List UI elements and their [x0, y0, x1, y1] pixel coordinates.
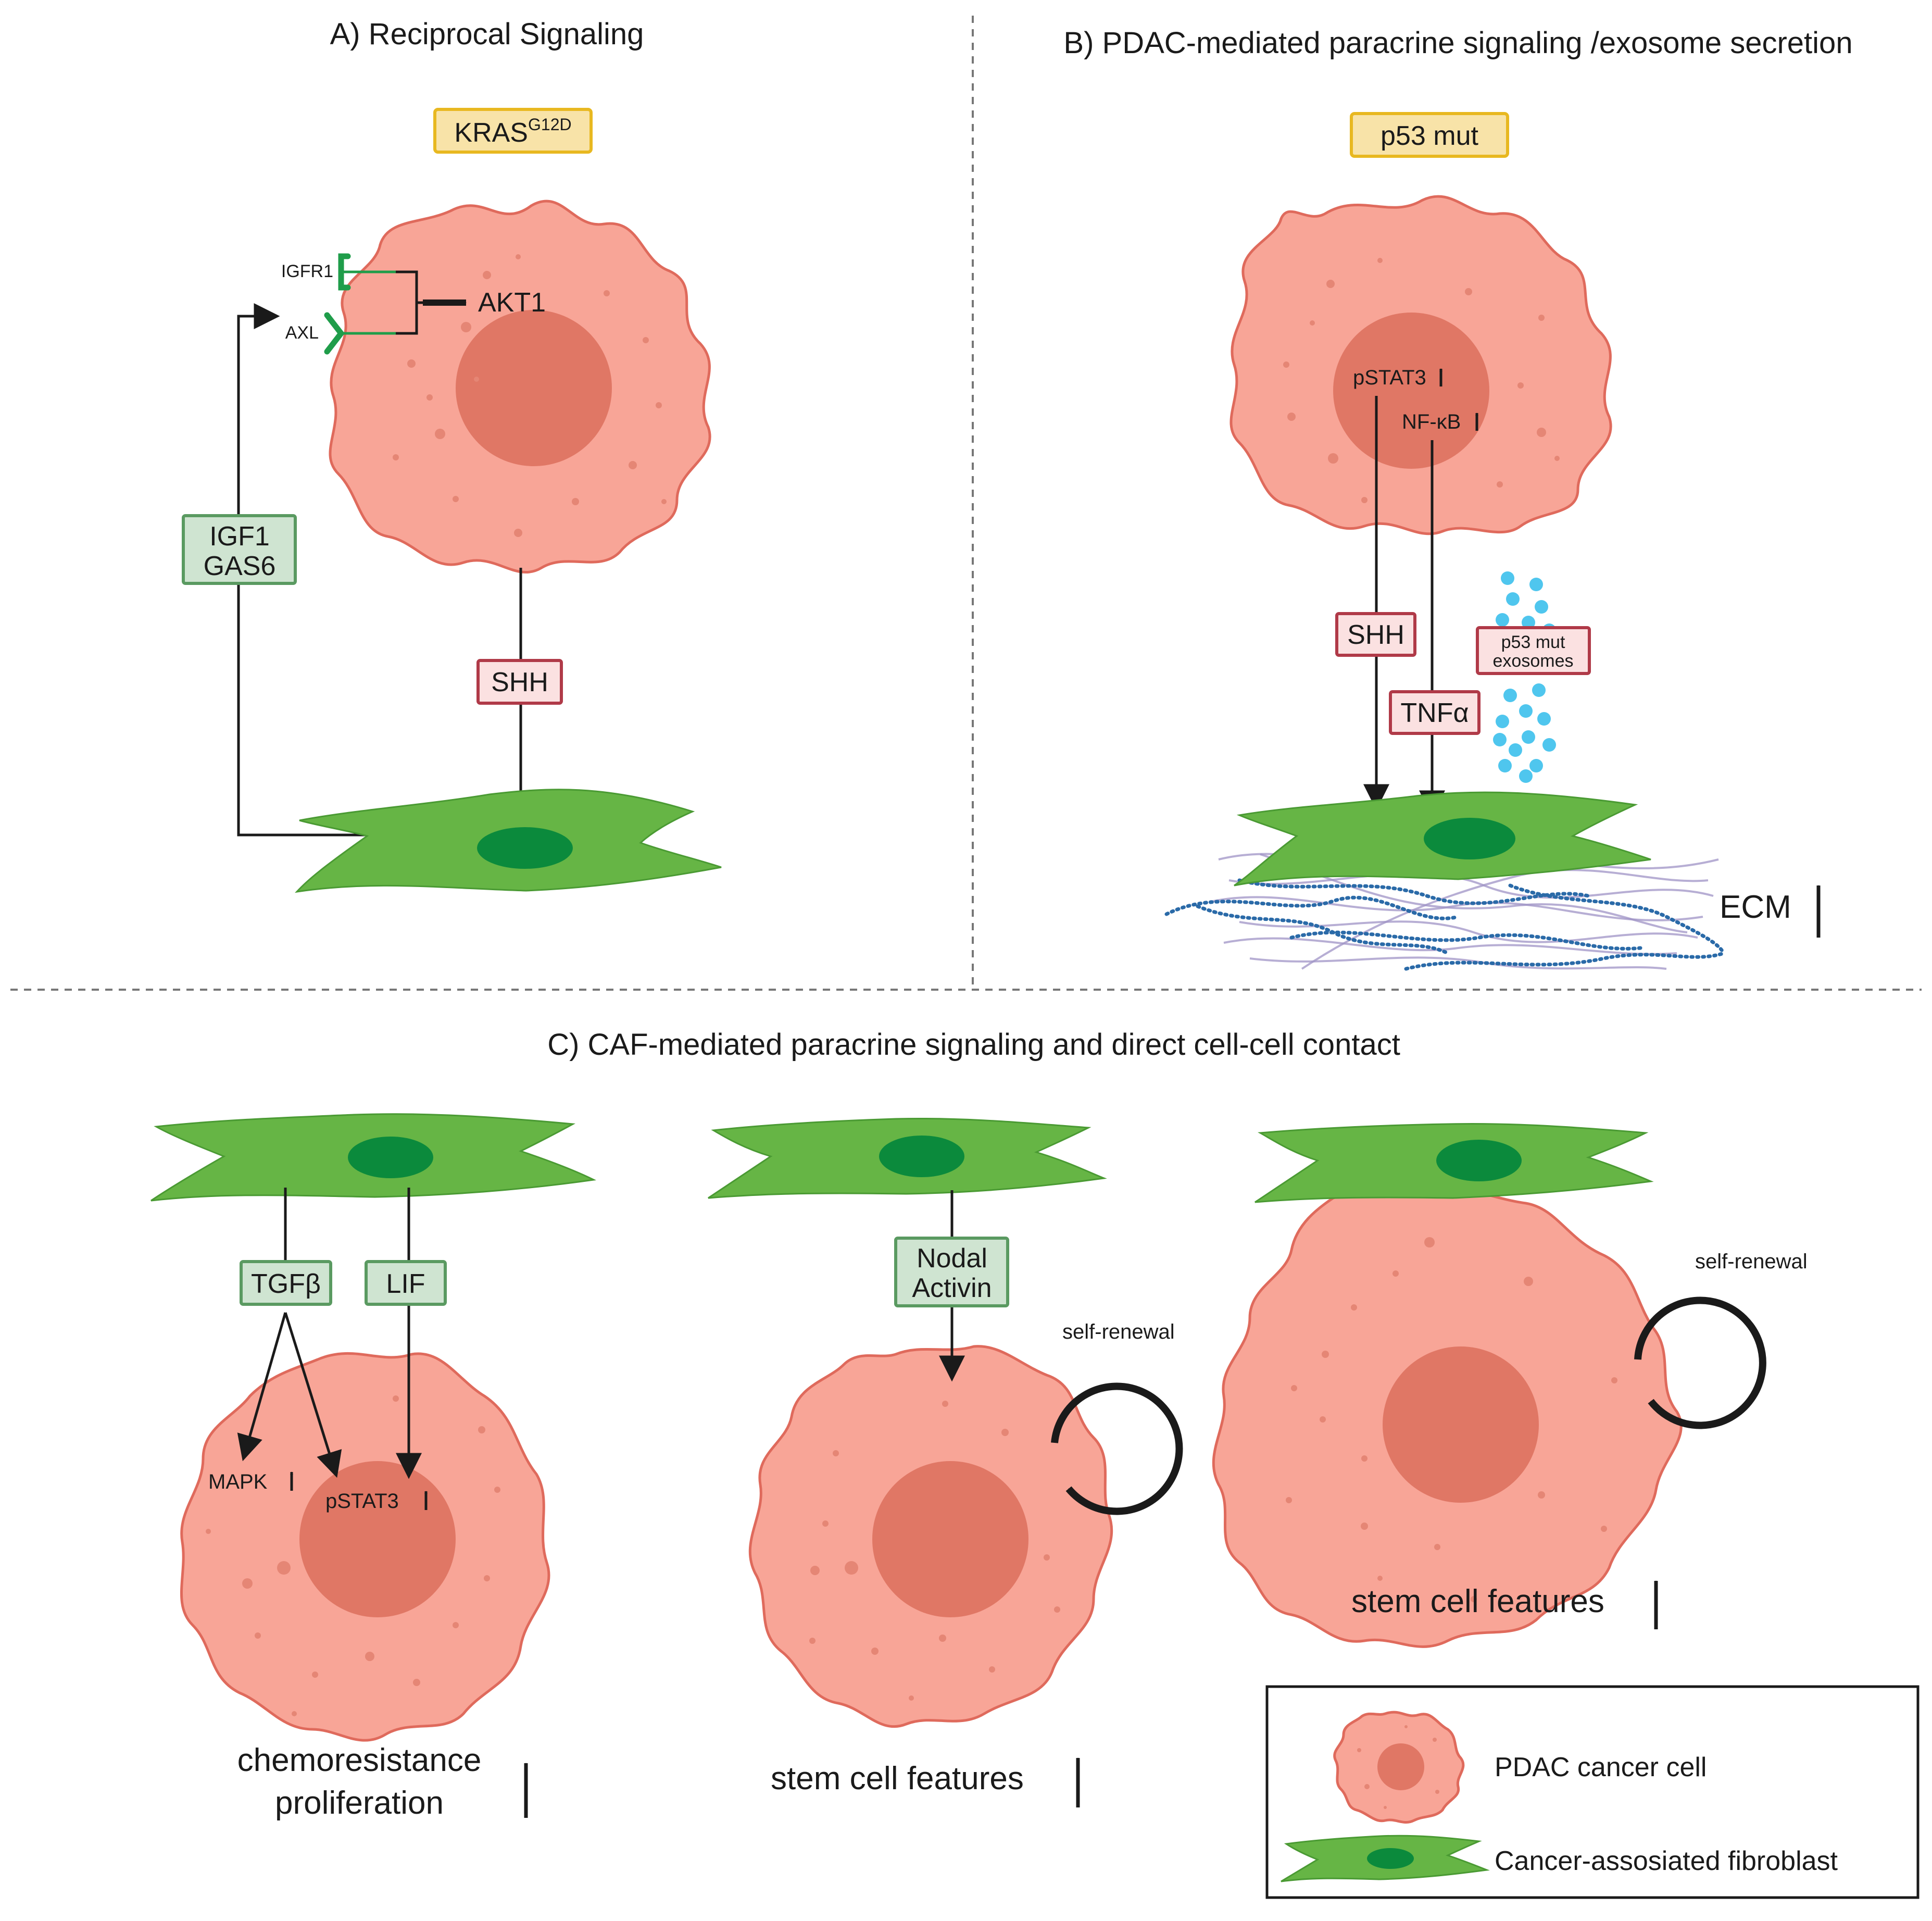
caf-cell-b [1234, 791, 1651, 887]
tgfb-box: TGFβ [240, 1260, 332, 1306]
tnfa-box: TNFα [1389, 690, 1481, 735]
tnfa-label: TNFα [1400, 698, 1469, 728]
panel-a-title: A) Reciprocal Signaling [330, 17, 644, 51]
ecm-label: ECM [1720, 889, 1791, 925]
exosome-label-line1: p53 mut [1501, 632, 1565, 652]
caf-cell-a [295, 789, 722, 893]
exosome-label-line2: exosomes [1493, 651, 1574, 671]
lif-box: LIF [365, 1260, 447, 1306]
cell-dots-c2 [809, 1401, 1060, 1701]
pstat3-label-b: pSTAT3 [1353, 366, 1426, 389]
exosome-box: p53 mut exosomes [1476, 626, 1591, 675]
nucleus-c3 [1383, 1346, 1539, 1503]
akt1-label: AKT1 [478, 288, 546, 318]
stem-cell-features-label-c3: stem cell features [1351, 1583, 1604, 1619]
p53-mutation-badge: p53 mut [1350, 112, 1509, 158]
nodal-activin-box: Nodal Activin [894, 1237, 1009, 1307]
chemoresistance-label: chemoresistance [237, 1742, 482, 1778]
self-renewal-loop-c2 [1051, 1382, 1183, 1515]
caf-nucleus-b [1424, 818, 1515, 859]
tgfb-to-pstat3-arrow [284, 1312, 342, 1478]
nucleus-a [456, 310, 612, 466]
cell-dots-a [393, 254, 667, 537]
axl-receptor-icon [324, 312, 396, 355]
pstat3-label-c: pSTAT3 [325, 1490, 399, 1513]
caf-cell-c1 [150, 1113, 596, 1202]
pdac-cell-c2 [748, 1345, 1113, 1728]
panel-c: C) CAF-mediated paracrine signaling and … [150, 1028, 1808, 1821]
tgfb-to-mapk-arrow [237, 1312, 287, 1462]
shh-box-b: SHH [1335, 612, 1416, 657]
kras-mutation-badge: KRASG12D [433, 108, 593, 154]
caf-cell-c2 [708, 1117, 1107, 1199]
self-renewal-loop-c3 [1634, 1296, 1766, 1429]
pdac-cell-c1 [180, 1352, 550, 1742]
kras-mutation-label: KRASG12D [454, 115, 571, 148]
panel-a: A) Reciprocal Signaling KRASG12D [182, 17, 722, 893]
panel-b-title: B) PDAC-mediated paracrine signaling /ex… [1063, 26, 1852, 60]
pdac-cell-a [329, 199, 711, 574]
nfkb-label: NF-κB [1402, 410, 1461, 433]
legend-fibroblast-label: Cancer-assosiated fibroblast [1495, 1846, 1838, 1876]
cell-dots-b [1283, 258, 1560, 503]
ligand-box-igf1-gas6: IGF1 GAS6 [182, 514, 297, 585]
activin-label: Activin [912, 1273, 992, 1303]
tgfb-label: TGFβ [251, 1269, 321, 1299]
receptor-merge-bracket [396, 270, 423, 335]
caf-nucleus-c1 [348, 1137, 433, 1178]
pdac-cell-c3 [1212, 1186, 1683, 1648]
mapk-label: MAPK [208, 1470, 268, 1493]
legend: PDAC cancer cell Cancer-assosiated fibro… [1265, 1685, 1920, 1899]
panel-b: B) PDAC-mediated paracrine signaling /ex… [1063, 26, 1853, 971]
self-renewal-label-c2: self-renewal [1062, 1320, 1175, 1343]
igfr1-label: IGFR1 [281, 261, 333, 281]
caf-nucleus-c3 [1436, 1140, 1522, 1181]
igf1-label: IGF1 [209, 521, 270, 552]
caf-nucleus-a [477, 827, 573, 869]
caf-cell-c3 [1254, 1122, 1654, 1203]
pdac-cell-b [1230, 195, 1612, 535]
legend-fibroblast-icon [1281, 1835, 1490, 1882]
axl-label: AXL [285, 323, 319, 343]
legend-cancer-cell-label: PDAC cancer cell [1495, 1752, 1707, 1782]
ecm-fibers [1164, 853, 1726, 971]
lif-label: LIF [386, 1269, 425, 1299]
exosome-dots [1493, 571, 1556, 783]
nucleus-b [1333, 313, 1489, 469]
igfr1-receptor-icon [338, 253, 396, 291]
stem-cell-features-label-c2: stem cell features [771, 1761, 1024, 1797]
gas6-label: GAS6 [204, 551, 276, 581]
nucleus-c1 [299, 1461, 456, 1617]
cell-dots-c3 [1286, 1237, 1617, 1602]
legend-cancer-cell-icon [1333, 1711, 1465, 1824]
shh-box-a: SHH [476, 659, 563, 705]
p53-mutation-label: p53 mut [1381, 121, 1478, 151]
shh-label-a: SHH [491, 667, 548, 697]
nodal-label: Nodal [917, 1243, 987, 1274]
self-renewal-label-c3: self-renewal [1695, 1250, 1808, 1273]
nucleus-c2 [872, 1461, 1028, 1617]
shh-label-b: SHH [1347, 620, 1404, 650]
proliferation-label: proliferation [275, 1785, 444, 1821]
panel-c-title: C) CAF-mediated paracrine signaling and … [547, 1028, 1400, 1062]
caf-nucleus-c2 [879, 1136, 964, 1177]
